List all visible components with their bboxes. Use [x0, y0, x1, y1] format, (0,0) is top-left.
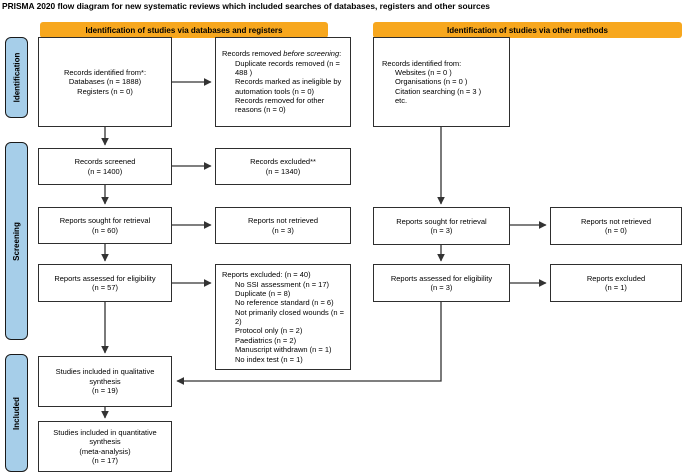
box-line: (n = 1340)	[265, 166, 301, 176]
diagram-title: PRISMA 2020 flow diagram for new systema…	[2, 1, 490, 11]
box-records-screened: Records screened (n = 1400)	[38, 148, 172, 185]
box-line: (n = 3)	[272, 225, 294, 235]
box-item: Citation searching (n = 3 )	[395, 86, 482, 96]
box-line: Reports assessed for eligibility	[54, 273, 156, 283]
sidebar-identification-label: Identification	[12, 52, 21, 103]
box-records-removed: Records removed before screening: Duplic…	[215, 37, 351, 127]
box-records-identified-databases: Records identified from*: Databases (n =…	[38, 37, 172, 127]
sidebar-screening-label: Screening	[12, 221, 21, 261]
box-item: No SSI assessment (n = 17)	[235, 279, 329, 289]
box-line: (n = 17)	[91, 455, 119, 465]
box-qualitative-synthesis: Studies included in qualitative synthesi…	[38, 356, 172, 407]
box-title-italic: before screening	[283, 49, 340, 59]
box-line: Reports not retrieved	[580, 216, 652, 226]
box-line: Reports assessed for eligibility	[390, 273, 493, 283]
box-line: Records excluded**	[250, 157, 316, 167]
box-item: Organisations (n = 0 )	[395, 77, 468, 87]
box-item: No index test (n = 1)	[235, 354, 303, 364]
sidebar-screening: Screening	[5, 142, 28, 340]
box-line: Databases (n = 1888)	[68, 77, 142, 87]
box-line: (n = 19)	[91, 386, 119, 396]
box-line: (n = 0)	[605, 226, 627, 235]
box-line: Registers (n = 0)	[77, 86, 133, 96]
box-line: Reports excluded	[586, 273, 646, 283]
box-reports-excluded-reasons: Reports excluded: (n = 40) No SSI assess…	[215, 264, 351, 370]
sidebar-included-label: Included	[12, 396, 22, 430]
box-line: Reports not retrieved	[247, 216, 319, 226]
box-item: Not primarily closed wounds (n = 2)	[235, 307, 345, 326]
box-other-reports-excluded: Reports excluded (n = 1)	[550, 264, 682, 302]
box-item: Websites (n = 0 )	[395, 67, 452, 77]
box-line: synthesis	[89, 437, 121, 447]
box-line: (n = 1)	[605, 283, 627, 292]
box-item: No reference standard (n = 6)	[235, 298, 334, 308]
box-title: Records removed before screening:	[222, 49, 344, 58]
header-databases-registers: Identification of studies via databases …	[40, 22, 328, 38]
box-item: Duplicate (n = 8)	[235, 288, 291, 298]
box-line: (n = 3)	[430, 283, 453, 292]
sidebar-included: Included	[5, 354, 28, 472]
box-other-reports-sought: Reports sought for retrieval (n = 3)	[373, 207, 510, 245]
box-line: Records screened	[74, 157, 136, 167]
box-line: synthesis	[89, 376, 121, 386]
box-item: Protocol only (n = 2)	[235, 326, 303, 336]
box-title: Records identified from:	[382, 58, 462, 68]
box-line: (n = 1400)	[87, 166, 123, 176]
box-line: (meta-analysis)	[79, 446, 131, 456]
box-line: Studies included in quantitative	[53, 427, 157, 437]
box-line: (n = 60)	[91, 225, 119, 235]
box-item: etc.	[395, 96, 408, 106]
box-line: (n = 3)	[430, 226, 453, 235]
box-other-reports-assessed: Reports assessed for eligibility (n = 3)	[373, 264, 510, 302]
box-title-suffix: :	[339, 49, 342, 59]
box-line: Records identified from*:	[63, 67, 147, 77]
box-reports-assessed: Reports assessed for eligibility (n = 57…	[38, 264, 172, 302]
box-title-text: Records removed	[222, 49, 284, 59]
box-other-reports-not-retrieved: Reports not retrieved (n = 0)	[550, 207, 682, 245]
box-line: Reports sought for retrieval	[59, 216, 151, 226]
box-title: Reports excluded: (n = 40)	[222, 270, 311, 280]
box-records-excluded: Records excluded** (n = 1340)	[215, 148, 351, 185]
box-line: Studies included in qualitative	[55, 367, 155, 377]
box-reports-sought: Reports sought for retrieval (n = 60)	[38, 207, 172, 244]
box-quantitative-synthesis: Studies included in quantitative synthes…	[38, 421, 172, 472]
box-item: Duplicate records removed (n = 488 )	[235, 58, 340, 77]
box-line: Reports sought for retrieval	[396, 216, 487, 226]
box-item: Manuscript withdrawn (n = 1)	[235, 345, 332, 355]
box-other-records-identified: Records identified from: Websites (n = 0…	[373, 37, 510, 127]
box-item: Records marked as ineligible by automati…	[235, 77, 342, 96]
box-item: Records removed for other reasons (n = 0…	[235, 96, 325, 115]
box-line: (n = 57)	[91, 283, 119, 292]
box-reports-not-retrieved: Reports not retrieved (n = 3)	[215, 207, 351, 244]
sidebar-identification: Identification	[5, 37, 28, 118]
box-item: Paediatrics (n = 2)	[235, 335, 297, 345]
header-other-methods: Identification of studies via other meth…	[373, 22, 682, 38]
